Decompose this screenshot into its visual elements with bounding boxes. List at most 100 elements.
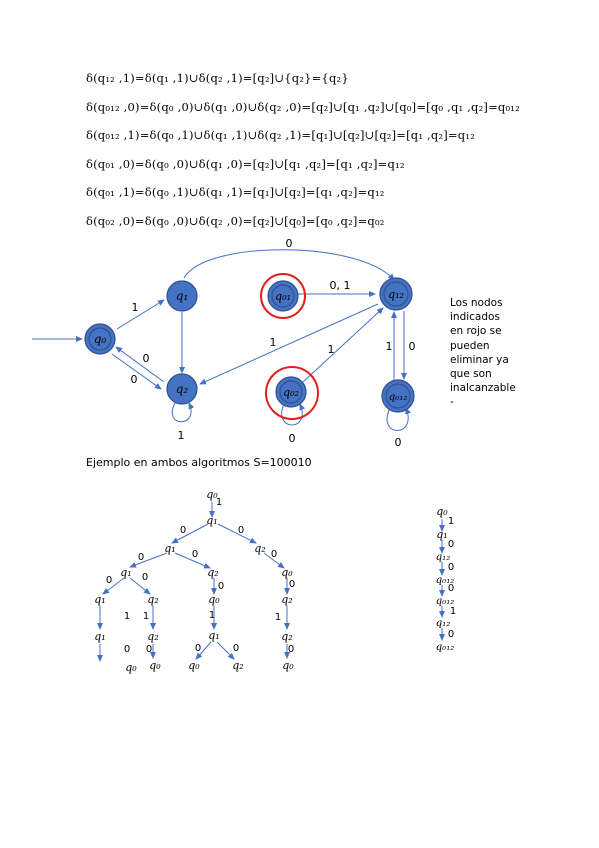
- chain-state: q₀₁₂: [436, 642, 454, 653]
- state-label-q0: q₀: [94, 332, 107, 346]
- state-label-q2: q₂: [176, 382, 189, 396]
- note-line: inalcanzable: [450, 382, 516, 395]
- tree-node: q₁: [164, 542, 175, 555]
- loop-label-q2: 1: [178, 429, 185, 442]
- tree-node: q₁: [120, 566, 131, 579]
- edge-label-q1-q12: 0: [286, 237, 293, 250]
- tree-input: 1: [124, 611, 130, 622]
- tree-input: 1: [209, 610, 215, 621]
- example-title: Ejemplo en ambos algoritmos S=100010: [86, 456, 312, 469]
- tree-node: q₁: [94, 593, 105, 606]
- tree-edge: [174, 552, 211, 569]
- tree-input: 0: [271, 549, 277, 560]
- tree-edge: [195, 641, 212, 660]
- tree-edge: [216, 641, 235, 660]
- unreachable-highlight-q01: [260, 273, 306, 319]
- edge-q02-q12: [302, 307, 384, 383]
- tree-input: 0: [180, 525, 186, 536]
- state-q0-inner: [88, 327, 112, 351]
- tree-input: 0: [192, 549, 198, 560]
- tree-node: q₁: [206, 514, 217, 527]
- tree-node: q₁: [208, 629, 219, 642]
- note-line: eliminar ya: [450, 353, 509, 366]
- edge-label-q2-q0: 0: [143, 352, 150, 365]
- tree-node: q₀: [188, 659, 200, 672]
- tree-input: 0: [195, 643, 201, 654]
- tree-edge: [171, 523, 209, 544]
- unreachable-highlight-q02: [265, 366, 319, 420]
- tree-edge: [102, 577, 125, 595]
- equation-2: δ(q₀₁₂ ,0)=δ(q₀ ,0)∪δ(q₁ ,0)∪δ(q₂ ,0)=[q…: [86, 99, 520, 114]
- edge-label-q02-q12: 1: [328, 343, 335, 356]
- tree-node: q₂: [254, 542, 265, 555]
- tree-input: 0: [238, 525, 244, 536]
- state-label-q012: q₀₁₂: [389, 392, 407, 403]
- note-line: que son: [450, 368, 492, 381]
- tree-node: q₀: [208, 593, 220, 606]
- state-label-q01: q₀₁: [275, 290, 291, 303]
- edge-q12-q2: [199, 303, 379, 385]
- state-q12-inner: [383, 281, 409, 307]
- edge-label-q12-q012: 0: [409, 340, 416, 353]
- tree-input: 0: [124, 644, 130, 655]
- tree-input: 0: [233, 643, 239, 654]
- tree-node: q₂: [281, 630, 292, 643]
- state-label-q02: q₀₂: [283, 386, 299, 399]
- tree-input: 0: [142, 572, 148, 583]
- note-line: indicados: [450, 311, 500, 324]
- edge-q0-q2: [111, 353, 162, 390]
- loop-q012: [386, 407, 412, 431]
- tree-node: q₀: [206, 488, 218, 501]
- tree-node: q₀: [282, 659, 294, 672]
- edge-q2-q0: [115, 346, 165, 383]
- tree-node: q₁: [94, 630, 105, 643]
- tree-input: 1: [216, 497, 222, 508]
- equation-4: δ(q₀₁ ,0)=δ(q₀ ,0)∪δ(q₁ ,0)=[q₂]∪[q₁ ,q₂…: [86, 156, 405, 171]
- chain-input: 0: [448, 629, 454, 640]
- chain-state: q₁₂: [436, 552, 450, 563]
- state-q012-inner: [385, 383, 411, 409]
- loop-q02: [281, 403, 306, 426]
- tree-edge: [263, 552, 285, 569]
- equation-3: δ(q₀₁₂ ,1)=δ(q₀ ,1)∪δ(q₁ ,1)∪δ(q₂ ,1)=[q…: [86, 128, 475, 143]
- equation-5: δ(q₀₁ ,1)=δ(q₀ ,1)∪δ(q₁ ,1)=[q₁]∪[q₂]=[q…: [86, 185, 385, 200]
- chain-input: 0: [448, 583, 454, 594]
- chain-state: q₀: [436, 505, 448, 518]
- note-line: pueden: [450, 339, 490, 352]
- state-q02-inner: [279, 380, 303, 404]
- edge-label-q0-q2: 0: [131, 373, 138, 386]
- loop-q2: [172, 402, 195, 423]
- edge-label-q012-q12: 1: [386, 340, 393, 353]
- chain-input: 0: [448, 539, 454, 550]
- tree-edge: [129, 577, 151, 595]
- edge-q1-q12: [183, 249, 395, 281]
- tree-input: 0: [218, 581, 224, 592]
- equation-6: δ(q₀₂ ,0)=δ(q₀ ,0)∪δ(q₂ ,0)=[q₂]∪[q₀]=[q…: [86, 213, 385, 228]
- state-q2: [166, 373, 198, 405]
- tree-input: 0: [289, 579, 295, 590]
- loop-label-q02: 0: [289, 432, 296, 445]
- tree-input: 1: [275, 612, 281, 623]
- state-q1: [166, 280, 198, 312]
- note-line: -: [450, 396, 454, 409]
- tree-node: q₂: [281, 593, 292, 606]
- state-q01-inner: [271, 284, 295, 308]
- tree-node: q₀: [281, 566, 293, 579]
- edge-label-q12-q2: 1: [270, 336, 277, 349]
- chain-state: q₁₂: [436, 618, 450, 629]
- tree-node: q₂: [147, 593, 158, 606]
- tree-node: q₀: [149, 659, 161, 672]
- tree-input: 1: [143, 611, 149, 622]
- transition-equations: δ(q₁₂ ,1)=δ(q₁ ,1)∪δ(q₂ ,1)=[q₂]∪{q₂}={q…: [86, 68, 520, 240]
- loop-label-q012: 0: [395, 436, 402, 449]
- chain-state: q₀₁₂: [436, 575, 454, 586]
- tree-node: q₂: [147, 630, 158, 643]
- chain-state: q₀₁₂: [436, 596, 454, 607]
- state-label-q1: q₁: [176, 289, 189, 303]
- unreachable-note: Los nodos indicados en rojo se pueden el…: [450, 296, 528, 410]
- chain-input: 0: [448, 562, 454, 573]
- tree-input: 0: [138, 552, 144, 563]
- state-q012-outer: [381, 379, 415, 413]
- tree-edge: [217, 523, 257, 544]
